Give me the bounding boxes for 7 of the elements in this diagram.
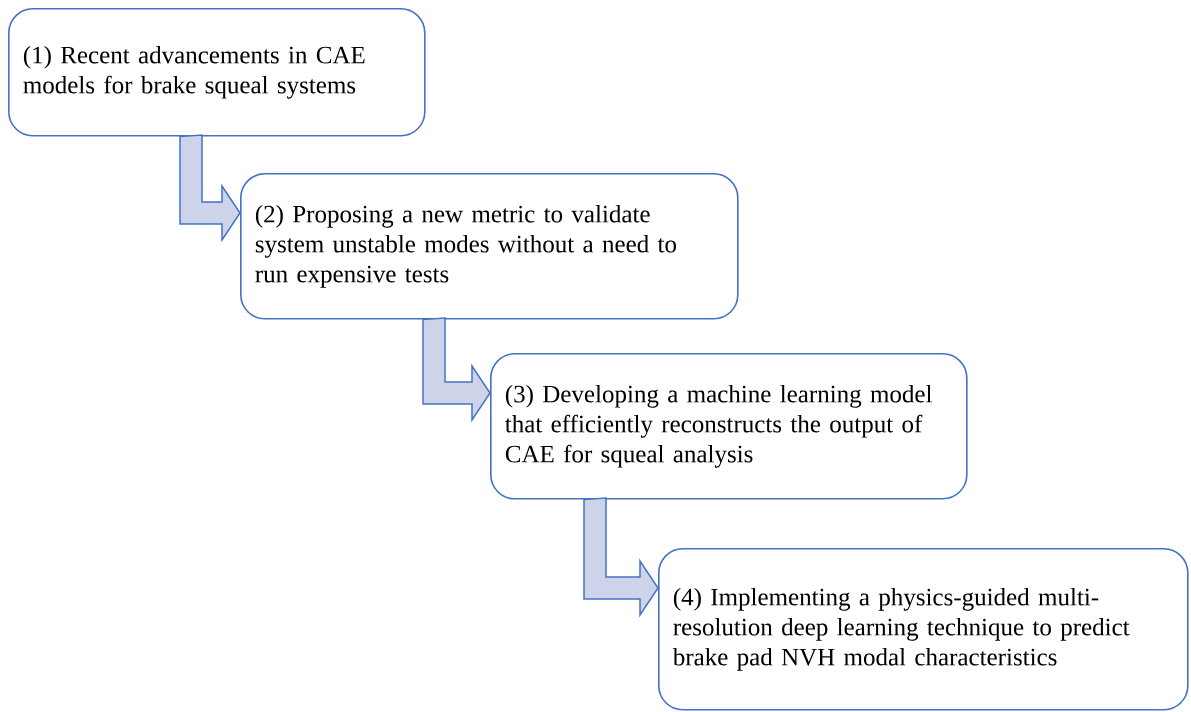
text-box: (3) Developing a machine learning model that efficiently reconstructs the output of CAE for squeal analysis [490,353,968,500]
block-arrow [422,317,491,423]
text-box: (4) Implementing a physics-guided multi-resolution deep learning technique to predict brake pad NVH modal characteristics [658,548,1189,711]
block-arrow [583,497,659,618]
block-arrow [179,134,241,243]
text-box: (2) Proposing a new metric to validate system unstable modes without a need to run expensive tests [240,173,739,320]
text-box: (1) Recent advancements in CAE models for brake squeal systems [8,8,426,137]
